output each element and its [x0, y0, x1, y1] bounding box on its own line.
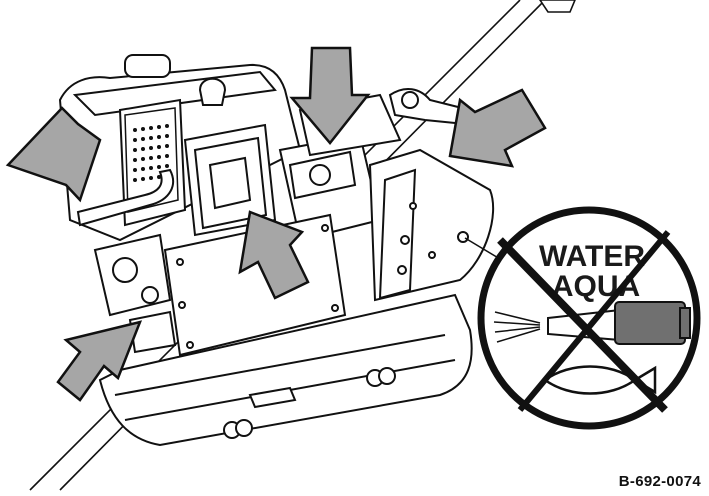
- arrow-icon: [238, 210, 310, 300]
- right-hood: [368, 148, 495, 302]
- arrow-upper-left: [5, 106, 102, 203]
- no-water-jet-icon: WATER AQUA: [477, 206, 701, 430]
- arrow-icon: [5, 106, 102, 203]
- sign-line1: WATER: [539, 240, 645, 273]
- arrow-lower-left: [56, 320, 143, 402]
- arrow-center: [238, 210, 310, 300]
- base-plate: [98, 293, 473, 447]
- filter-box: [183, 123, 277, 237]
- exhaust-pipe: [76, 168, 175, 227]
- arrow-top: [289, 46, 371, 145]
- spray-lines: [493, 311, 541, 343]
- strike-line-1: [497, 237, 668, 413]
- arrow-icon: [289, 46, 371, 145]
- strike-line-2: [517, 230, 671, 412]
- arrow-icon: [448, 88, 547, 168]
- arrow-icon: [56, 320, 143, 402]
- lift-linkage: [388, 88, 477, 127]
- cover-panel: [163, 213, 347, 357]
- sign-line2: AQUA: [552, 270, 640, 303]
- figure-reference-code: B-692-0074: [618, 473, 701, 490]
- arrow-upper-right: [448, 88, 547, 168]
- hose-nozzle-icon: [547, 301, 691, 345]
